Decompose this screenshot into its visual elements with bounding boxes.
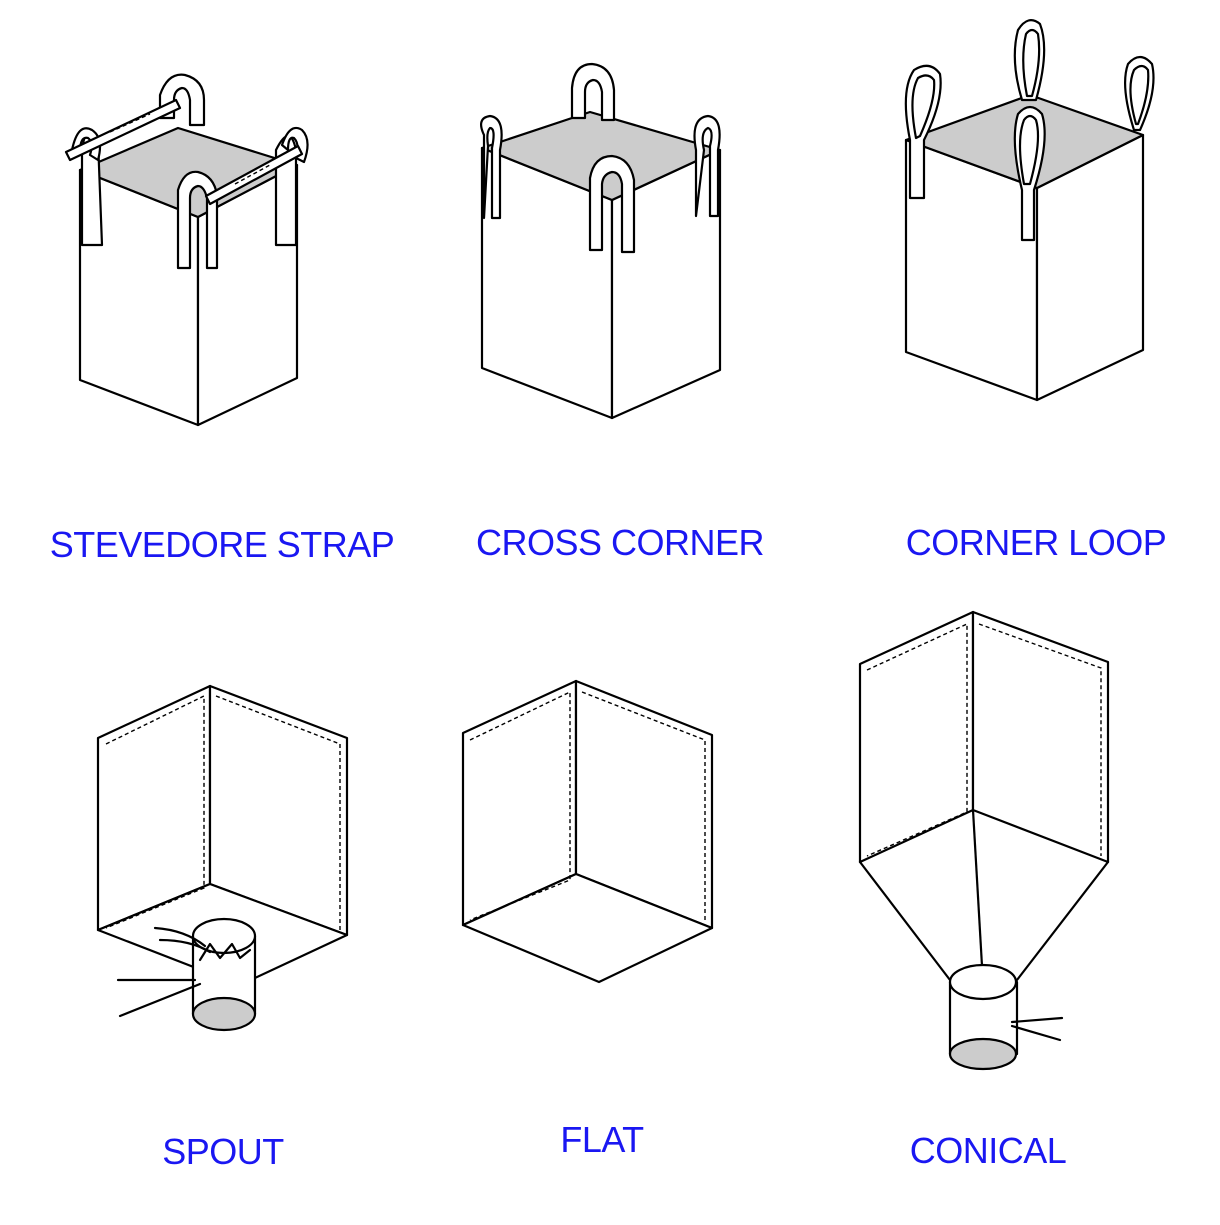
- spout-top-ellipse: [948, 963, 1018, 1001]
- back-loop-top: [158, 73, 206, 127]
- corner-loop-bag: [904, 19, 1155, 402]
- back-loop: [570, 62, 616, 122]
- stevedore-strap-bag: [64, 73, 309, 427]
- front-loop: [1013, 105, 1046, 242]
- strap-front: [204, 144, 304, 206]
- left-seam: [866, 622, 968, 857]
- left-seam: [469, 690, 571, 921]
- left-corner-loop: [70, 127, 102, 162]
- spout-tie-strap-2: [118, 982, 202, 1018]
- front-loop: [588, 154, 636, 254]
- bag-bottom-face: [461, 872, 714, 984]
- bag-right-face: [971, 610, 1110, 864]
- right-corner-loop: [693, 114, 721, 218]
- bag-left-face: [858, 610, 975, 864]
- spout-bottom-ellipse: [191, 996, 257, 1032]
- conical-bag: [858, 610, 1110, 1071]
- cone-right-edge: [1015, 860, 1110, 982]
- spout-tie-strap-2: [1010, 1024, 1062, 1042]
- label-corner-loop: CORNER LOOP: [905, 522, 1167, 563]
- spout-bottom-ellipse: [948, 1037, 1018, 1071]
- strap-back: [64, 98, 182, 162]
- spout-bag: [96, 684, 349, 1032]
- spout-tie-strap-1: [1010, 1016, 1064, 1024]
- right-loop: [1124, 55, 1155, 132]
- label-stevedore-strap: STEVEDORE STRAP: [49, 524, 395, 565]
- back-loop: [1013, 19, 1046, 102]
- left-corner-loop: [479, 114, 503, 220]
- flat-bag: [461, 679, 714, 984]
- spout-tie-knot: [198, 942, 252, 962]
- right-seam: [215, 695, 341, 930]
- cross-corner-bag: [479, 62, 722, 420]
- label-cross-corner: CROSS CORNER: [475, 522, 765, 563]
- cone-left-edge: [858, 860, 952, 982]
- left-seam: [105, 694, 205, 929]
- right-seam: [581, 691, 706, 922]
- bag-top-face: [480, 110, 722, 202]
- label-flat: FLAT: [560, 1119, 644, 1160]
- right-seam: [978, 623, 1102, 856]
- label-spout: SPOUT: [162, 1131, 284, 1172]
- spout-tie-strings: [153, 926, 212, 954]
- left-loop: [904, 64, 942, 200]
- label-conical: CONICAL: [909, 1130, 1067, 1171]
- strap-back-stitch: [109, 113, 151, 133]
- cone-center-edge: [971, 808, 984, 968]
